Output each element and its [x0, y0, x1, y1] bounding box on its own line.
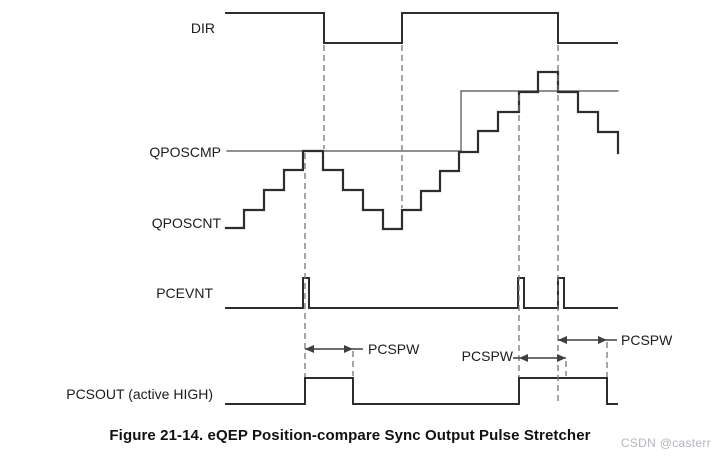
dir-wave	[225, 12, 618, 44]
pcspw1-arrow-head-right	[344, 345, 353, 353]
pcspw-label-1: PCSPW	[368, 341, 420, 357]
pcspw-label-2: PCSPW	[461, 348, 513, 364]
signal-label-dir: DIR	[190, 20, 215, 36]
signal-label-pcsout: PCSOUT (active HIGH)	[66, 386, 213, 402]
pcspw3-arrow-head-left	[558, 336, 567, 344]
pcspw1-arrow-head-left	[305, 345, 314, 353]
pcspw2-arrow-head-right	[557, 354, 566, 362]
watermark: CSDN @casterr	[620, 436, 711, 450]
pcspw-label-3: PCSPW	[621, 332, 673, 348]
signal-label-qposcnt: QPOSCNT	[151, 215, 221, 231]
figure-caption: Figure 21-14. eQEP Position-compare Sync…	[109, 427, 591, 444]
pcspw2-arrow-head-left	[519, 354, 528, 362]
signal-label-qposcmp: QPOSCMP	[149, 144, 221, 160]
pcspw3-arrow-head-right	[598, 336, 607, 344]
qposcmp-level	[226, 90, 619, 152]
pcevnt-wave	[225, 277, 618, 309]
pcsout-wave	[225, 377, 618, 405]
signal-label-pcevnt: PCEVNT	[156, 285, 213, 301]
